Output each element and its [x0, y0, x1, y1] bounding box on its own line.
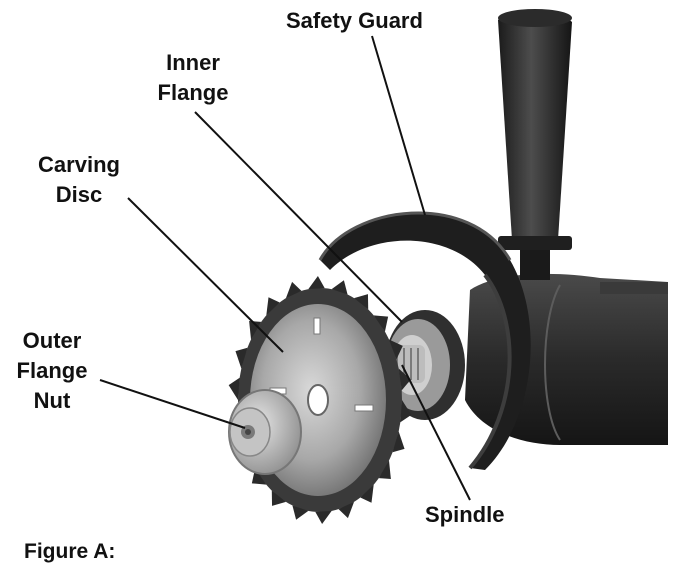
- label-carving-disc-line2: Disc: [55, 182, 103, 207]
- carving-disc-tooth: [400, 400, 412, 423]
- grinder-body: [465, 273, 668, 445]
- leader-lines: [99, 35, 471, 501]
- carving-disc-tooth: [331, 280, 348, 295]
- leader-outer-flange-nut: [99, 379, 246, 429]
- label-outer-flange-nut: Outer Flange Nut: [0, 326, 104, 416]
- label-inner-flange-line1: Inner: [166, 50, 220, 75]
- carving-disc-tooth: [398, 368, 411, 391]
- label-safety-guard: Safety Guard: [286, 8, 423, 33]
- carving-disc-tooth: [338, 501, 355, 519]
- label-outer-flange-nut-line1: Outer: [22, 328, 82, 353]
- carving-disc-tooth: [249, 320, 262, 340]
- leader-safety-guard: [371, 35, 426, 216]
- label-spindle: Spindle: [425, 502, 505, 527]
- label-inner-flange-line2: Flange: [157, 80, 229, 105]
- outer-flange-nut: [228, 389, 302, 475]
- label-inner-flange: Inner Flange: [148, 48, 238, 108]
- carving-disc-tooth: [392, 431, 405, 453]
- label-carving-disc-line1: Carving: [38, 152, 120, 177]
- carving-disc-tooth: [388, 339, 403, 360]
- carving-disc-tooth: [228, 377, 240, 400]
- side-handle: [498, 9, 572, 280]
- label-outer-flange-nut-line2: Flange: [16, 358, 88, 383]
- carving-disc-tooth: [271, 490, 286, 506]
- carving-disc-tooth: [308, 276, 325, 290]
- carving-disc-tooth: [266, 297, 280, 316]
- leader-spindle: [401, 364, 471, 501]
- figure-caption: Figure A:: [24, 540, 116, 563]
- safety-guard: [318, 211, 531, 470]
- carving-disc-tooth: [360, 484, 374, 503]
- carving-disc-tooth: [378, 460, 391, 480]
- leader-inner-flange: [194, 111, 403, 323]
- carving-disc-tooth: [285, 281, 302, 299]
- leader-carving-disc: [127, 197, 284, 353]
- carving-disc-tooth: [292, 505, 309, 520]
- label-carving-disc: Carving Disc: [24, 150, 134, 210]
- carving-disc-tooth: [315, 510, 332, 524]
- carving-disc-tooth: [235, 347, 248, 369]
- carving-disc-tooth: [354, 294, 369, 310]
- label-outer-flange-nut-line3: Nut: [33, 388, 71, 413]
- carving-disc-tooth: [373, 315, 389, 332]
